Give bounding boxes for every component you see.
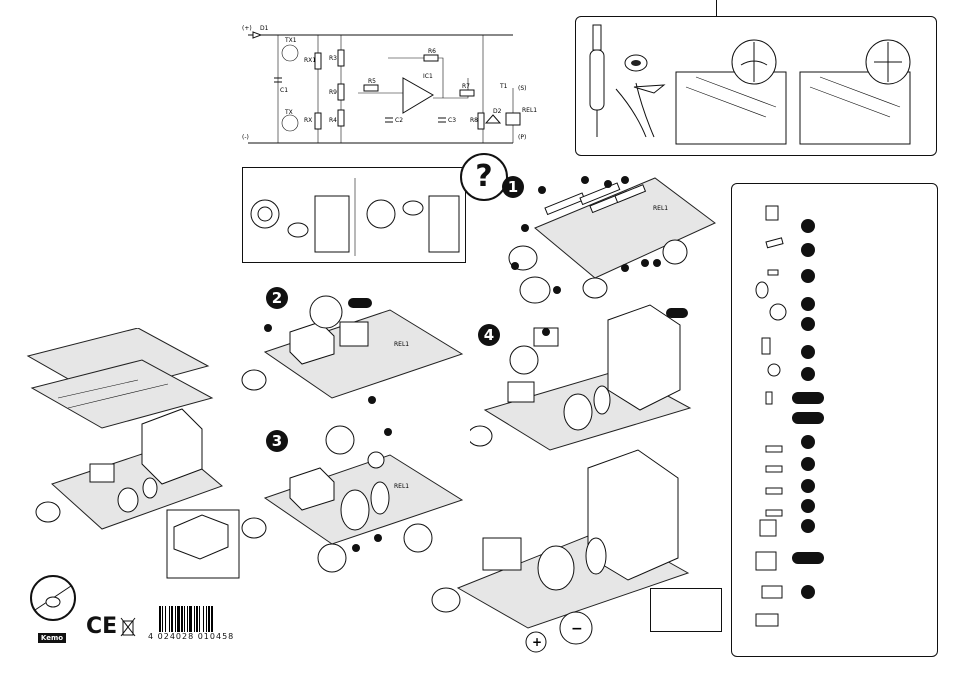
sun-icon [251,200,279,228]
housing-box [162,505,244,583]
barcode-bar [169,606,170,632]
barcode-bar [208,606,210,632]
ce-text: CE [86,614,117,639]
barcode-bar [211,606,213,632]
barcode-bar [184,606,185,632]
soldering-notice-icon [25,570,81,626]
schematic-label: R8 [470,117,478,124]
schematic-label: TX1 [284,37,297,44]
schematic-label: R9 [329,89,337,96]
barcode-bar [159,606,161,632]
barcode-number: 4 024028 010458 [148,632,234,641]
solder-spool-icon [625,55,647,71]
polarity-minus: − [571,621,583,637]
schematic-label: (+) [242,25,252,32]
schematic-label: D2 [493,108,502,115]
barcode-bar [175,606,176,632]
barcode-bar [199,606,200,632]
schematic-label: RX [304,117,312,124]
schematic-label: C2 [395,117,403,124]
circuit-schematic: (+) D1 TX1 RX1 R3 R6 IC1 R9 R5 R7 T1 (S)… [238,18,538,148]
ce-mark: CE [86,614,117,639]
light-dark-setting-panel [242,167,466,263]
schematic-label: C3 [448,117,456,124]
schematic-label: R4 [329,117,337,124]
schematic-label: REL1 [522,107,537,114]
cutting-pliers-icon [616,83,664,137]
barcode-bar [181,606,183,632]
schematic-label: R5 [368,78,376,85]
schematic-label: R7 [462,83,470,90]
schematic-label: (P) [518,134,526,141]
schematic-label: R3 [329,55,337,62]
barcode-bar [203,606,204,632]
pcb-label: REL1 [394,341,409,348]
barcode-digits: 4 024028 010458 [148,632,234,641]
tools-panel [575,16,937,156]
schematic-label: R6 [428,48,436,55]
barcode-bar [189,606,192,632]
barcode-bar [177,606,180,632]
parts-list-icons [756,206,786,626]
schematic-label: T1 [499,83,508,90]
waste-bin-icon [120,616,136,638]
step-2-assembly: REL1 [240,282,465,407]
barcode-bar [162,606,163,632]
schematic-label: RX1 [304,57,316,64]
schematic-label: C1 [280,87,288,94]
barcode [158,606,232,634]
parts-list-panel [731,183,938,657]
barcode-bar [187,606,188,632]
barcode-bar [196,606,198,632]
kemo-logo: Kemo [38,633,66,643]
moon-icon [367,200,395,228]
pcb-label: REL1 [394,483,409,490]
barcode-bar [206,606,207,632]
barcode-bar [165,606,166,632]
polarity-plus: + [532,635,542,649]
schematic-label: IC1 [423,73,433,80]
pcb-label: REL1 [653,205,668,212]
step-1-assembly: REL1 [495,168,735,308]
barcode-bar [194,606,195,632]
tools-illustration [576,17,938,157]
soldering-iron-icon [590,25,604,137]
schematic-label: TX [284,109,293,116]
schematic-label: D1 [260,25,269,32]
schematic-label: (-) [242,134,249,141]
housing-label-box [650,588,722,632]
brand-logo-text: Kemo [41,634,63,642]
schematic-label: (S) [518,85,527,92]
barcode-bar [171,606,173,632]
divider-line [716,0,717,16]
question-mark: ? [475,159,492,194]
parts-list-bullets [792,219,824,599]
